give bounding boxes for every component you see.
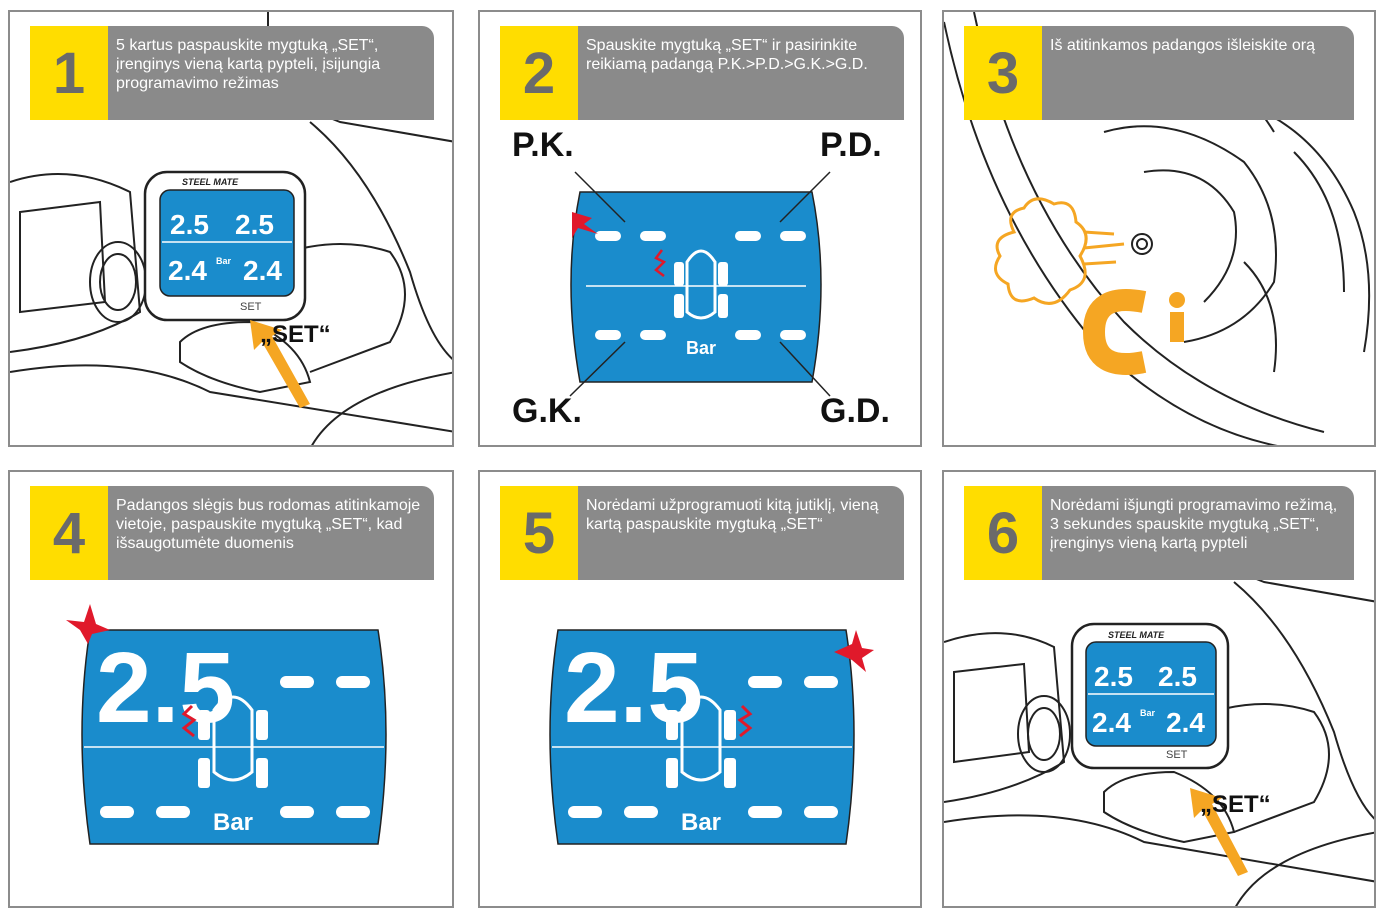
step-4-header: 4 Padangos slėgis bus rodomas atitinkamo…: [30, 486, 434, 580]
step-3-panel: 3 Iš atitinkamos padangos išleiskite orą: [942, 10, 1376, 447]
label-pd: P.D.: [820, 126, 882, 165]
lcd-unit: Bar: [213, 809, 253, 836]
label-gd: G.D.: [820, 392, 890, 431]
step-number: 2: [500, 26, 578, 120]
step-4-panel: 2.5 Bar 4 Padangos slėgis bus rodomas at…: [8, 470, 454, 908]
device-set-label: SET: [240, 301, 262, 313]
step-1-panel: 2.5 2.5 2.4 2.4 Bar STEEL MATE SET „SET“…: [8, 10, 454, 447]
step-1-header: 1 5 kartus paspauskite mygtuką „SET“, įr…: [30, 26, 434, 120]
step-number: 6: [964, 486, 1042, 580]
step-instruction: Spauskite mygtuką „SET“ ir pasirinkite r…: [578, 26, 904, 120]
step-3-header: 3 Iš atitinkamos padangos išleiskite orą: [964, 26, 1354, 120]
lcd-unit: Bar: [686, 338, 716, 358]
lcd-value-rr: 2.4: [243, 255, 282, 286]
device-brand: STEEL MATE: [1108, 630, 1165, 640]
lcd-value-fr: 2.5: [1158, 661, 1197, 692]
step-instruction: 5 kartus paspauskite mygtuką „SET“, įren…: [108, 26, 434, 120]
step-instruction: Norėdami užprogramuoti kitą jutiklį, vie…: [578, 486, 904, 580]
step-5-header: 5 Norėdami užprogramuoti kitą jutiklį, v…: [500, 486, 904, 580]
lcd-value-fl: 2.5: [1094, 661, 1133, 692]
air-release-icon: [1094, 300, 1144, 364]
step-5-panel: 2.5 Bar 5 Norėdami užprogramuoti kitą ju…: [478, 470, 922, 908]
step-2-panel: Bar P.K. P.D. G.K. G.D. 2 Spauskite mygt…: [478, 10, 922, 447]
set-button-label: „SET“: [260, 321, 331, 348]
label-pk: P.K.: [512, 126, 574, 165]
label-gk: G.K.: [512, 392, 582, 431]
step-number: 4: [30, 486, 108, 580]
lcd-value-fl: 2.5: [170, 209, 209, 240]
lcd-value-rr: 2.4: [1166, 707, 1205, 738]
step-number: 5: [500, 486, 578, 580]
lcd-unit: Bar: [1140, 708, 1156, 718]
lcd-unit: Bar: [681, 809, 721, 836]
device-set-label: SET: [1166, 749, 1188, 761]
lcd-value-rl: 2.4: [168, 255, 207, 286]
step-6-header: 6 Norėdami išjungti programavimo režimą,…: [964, 486, 1354, 580]
lcd-value-fr: 2.5: [235, 209, 274, 240]
step-instruction: Iš atitinkamos padangos išleiskite orą: [1042, 26, 1354, 120]
lcd-value-rl: 2.4: [1092, 707, 1131, 738]
device-brand: STEEL MATE: [182, 177, 239, 187]
step-number: 3: [964, 26, 1042, 120]
step-2-header: 2 Spauskite mygtuką „SET“ ir pasirinkite…: [500, 26, 904, 120]
step-instruction: Norėdami išjungti programavimo režimą, 3…: [1042, 486, 1354, 580]
lcd-unit: Bar: [216, 256, 232, 266]
step-number: 1: [30, 26, 108, 120]
step-6-panel: 2.5 2.5 2.4 2.4 Bar STEEL MATE SET „SET“…: [942, 470, 1376, 908]
step-instruction: Padangos slėgis bus rodomas atitinkamoje…: [108, 486, 434, 580]
set-button-label: „SET“: [1200, 791, 1271, 818]
